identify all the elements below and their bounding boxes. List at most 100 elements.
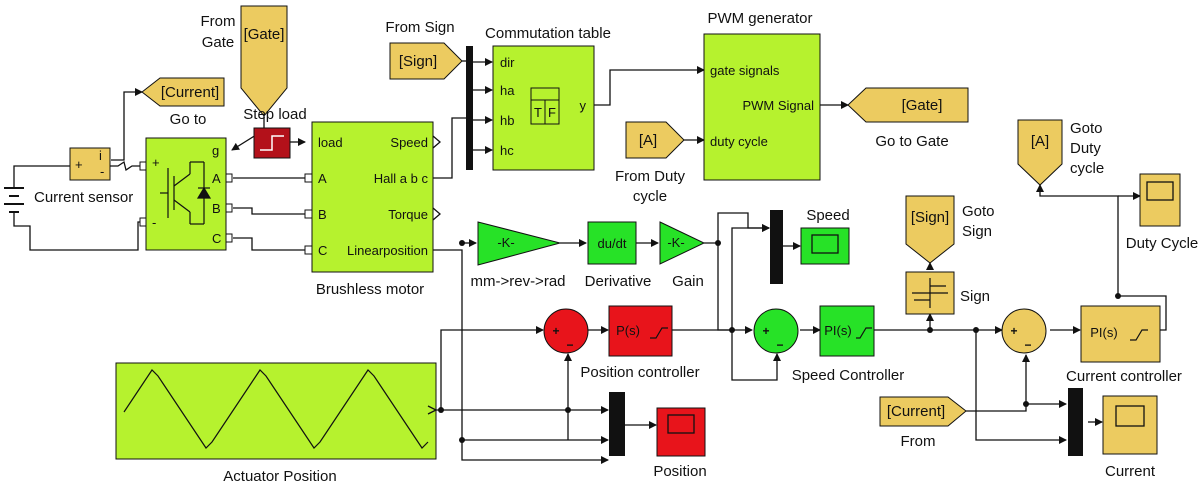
- saturation-icon: [856, 327, 872, 339]
- inverter-g: g: [212, 143, 219, 158]
- inverter-a: A: [212, 171, 221, 186]
- goto-gate-text: [Gate]: [902, 97, 943, 114]
- scope-icon: [1115, 405, 1145, 427]
- svg-text:−: −: [566, 338, 573, 352]
- pwm-in-gate-signals: gate signals: [710, 63, 780, 78]
- gain-block[interactable]: -K-: [659, 221, 706, 265]
- pwm-title: PWM generator: [707, 10, 812, 27]
- step-load-caption: Step load: [243, 106, 306, 123]
- derivative-text: du/dt: [598, 236, 627, 251]
- scope-icon: [667, 414, 695, 434]
- inverter-c: C: [212, 231, 221, 246]
- goto-gate-caption: Go to Gate: [875, 133, 948, 150]
- goto-sign-text: [Sign]: [911, 209, 949, 226]
- saturation-icon: [1130, 329, 1148, 341]
- speed-scope[interactable]: [800, 227, 850, 265]
- duty-cycle-scope[interactable]: [1139, 173, 1181, 227]
- motor-in-b: B: [318, 207, 327, 222]
- current-controller-block[interactable]: PI(s): [1080, 305, 1161, 363]
- goto-gate-tag[interactable]: [Gate]: [847, 87, 969, 123]
- goto-duty-text: [A]: [1031, 133, 1049, 150]
- actuator-position-block[interactable]: [115, 362, 438, 460]
- step-load-block[interactable]: [253, 127, 291, 159]
- pwm-generator-block[interactable]: gate signals duty cycle PWM Signal: [703, 33, 821, 181]
- svg-text:−: −: [1024, 338, 1031, 352]
- motor-in-load: load: [318, 135, 343, 150]
- truth-table-icon: T F: [530, 87, 560, 125]
- inverter-plus: +: [152, 155, 160, 170]
- svg-text:+: +: [1010, 324, 1017, 338]
- commutation-out-y: y: [580, 98, 587, 113]
- from-gate-title-1: From: [201, 13, 236, 30]
- derivative-caption: Derivative: [585, 273, 652, 290]
- motor-out-speed: Speed: [390, 135, 428, 150]
- current-sensor-plus: +: [75, 157, 83, 172]
- from-gate-tag[interactable]: [Gate]: [240, 5, 288, 117]
- goto-current-tag[interactable]: [Current]: [141, 77, 225, 107]
- mm-gain-caption: mm->rev->rad: [470, 273, 565, 290]
- current-sensor-i: i: [99, 148, 102, 163]
- brushless-motor-block[interactable]: load A B C Speed Hall a b c Torque Linea…: [304, 121, 441, 273]
- derivative-block[interactable]: du/dt: [587, 221, 637, 265]
- motor-out-hall: Hall a b c: [374, 171, 429, 186]
- current-mux[interactable]: [1068, 388, 1083, 456]
- mm-rev-rad-gain-block[interactable]: -K-: [477, 221, 562, 266]
- signal-wires: [13, 58, 1167, 464]
- from-duty-caption-1: From Duty: [615, 168, 686, 185]
- current-summer[interactable]: + −: [1001, 308, 1047, 354]
- position-controller-text: P(s): [616, 323, 640, 338]
- gain-caption: Gain: [672, 273, 704, 290]
- position-summer[interactable]: + −: [543, 308, 589, 354]
- duty-scope-caption: Duty Cycle: [1126, 235, 1199, 252]
- inverter-block[interactable]: + - g A B C: [139, 137, 233, 251]
- sign-block[interactable]: [905, 271, 955, 315]
- position-mux[interactable]: [609, 392, 625, 456]
- current-sensor-block[interactable]: + i -: [69, 147, 111, 181]
- current-sensor-caption: Current sensor: [34, 189, 133, 206]
- from-sign-tag[interactable]: [Sign]: [389, 42, 463, 80]
- speed-controller-caption: Speed Controller: [792, 367, 905, 384]
- speed-summer[interactable]: + −: [753, 308, 799, 354]
- svg-text:+: +: [552, 324, 559, 338]
- goto-sign-caption-1: Goto: [962, 203, 995, 220]
- from-current-text: [Current]: [887, 403, 945, 420]
- commutation-in-ha: ha: [500, 83, 515, 98]
- pwm-out-signal: PWM Signal: [742, 98, 814, 113]
- commutation-mux[interactable]: [466, 46, 473, 170]
- goto-duty-tag[interactable]: [A]: [1017, 119, 1063, 186]
- svg-text:−: −: [776, 338, 783, 352]
- sign-icon: [912, 278, 948, 308]
- speed-mux[interactable]: [770, 210, 783, 284]
- step-icon: [260, 135, 284, 151]
- commutation-title: Commutation table: [485, 25, 611, 42]
- from-gate-title-2: Gate: [202, 34, 235, 51]
- from-current-caption: From: [901, 433, 936, 450]
- from-gate-text: [Gate]: [244, 26, 285, 43]
- speed-controller-text: PI(s): [824, 323, 851, 338]
- from-current-tag[interactable]: [Current]: [879, 396, 967, 427]
- position-controller-caption: Position controller: [580, 364, 699, 381]
- from-duty-tag[interactable]: [A]: [625, 121, 685, 159]
- current-scope[interactable]: [1102, 395, 1158, 455]
- saturation-icon: [650, 327, 668, 339]
- commutation-table-block[interactable]: dir ha hb hc y T F: [492, 45, 595, 171]
- igbt-icon: [160, 161, 212, 225]
- commutation-in-hb: hb: [500, 113, 514, 128]
- pwm-in-duty-cycle: duty cycle: [710, 134, 768, 149]
- goto-duty-caption-3: cycle: [1070, 160, 1104, 177]
- position-controller-block[interactable]: P(s): [608, 305, 673, 357]
- motor-caption: Brushless motor: [316, 281, 424, 298]
- goto-duty-caption-1: Goto: [1070, 120, 1103, 137]
- goto-sign-caption-2: Sign: [962, 223, 992, 240]
- speed-controller-block[interactable]: PI(s): [819, 305, 875, 357]
- current-controller-text: PI(s): [1090, 325, 1117, 340]
- from-sign-caption: From Sign: [385, 19, 454, 36]
- svg-text:F: F: [548, 105, 556, 120]
- goto-sign-tag[interactable]: [Sign]: [905, 195, 955, 264]
- gain-text: -K-: [667, 235, 684, 250]
- goto-duty-caption-2: Duty: [1070, 140, 1101, 157]
- inverter-b: B: [212, 201, 221, 216]
- svg-text:+: +: [762, 324, 769, 338]
- position-scope[interactable]: [656, 407, 706, 457]
- speed-scope-caption: Speed: [806, 207, 849, 224]
